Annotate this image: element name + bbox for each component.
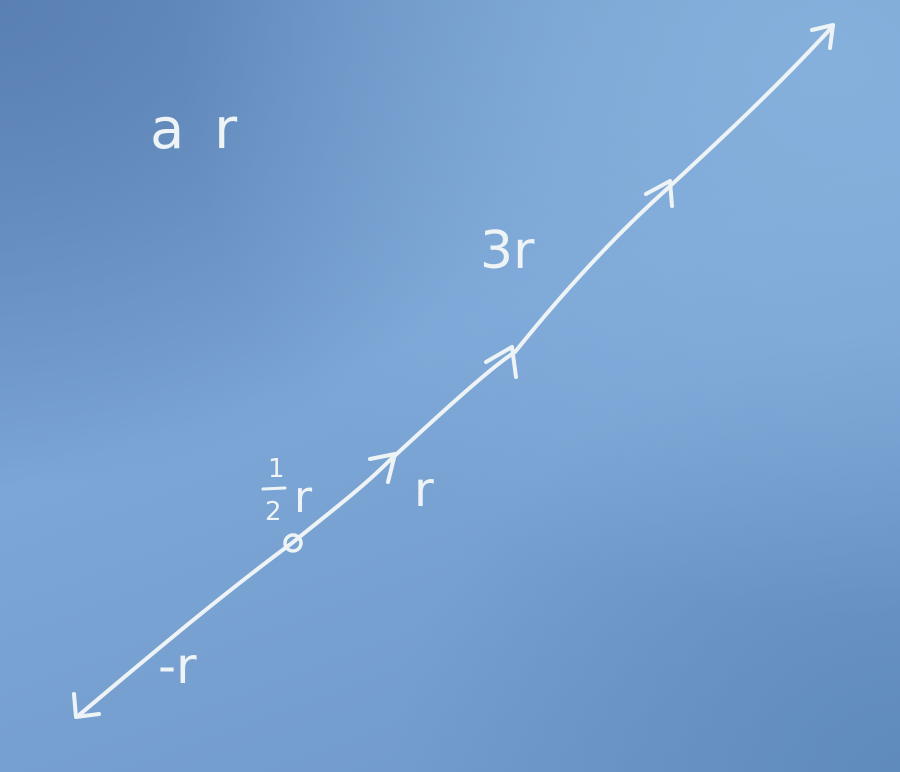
fraction-bar — [261, 486, 287, 491]
minus-r-label: -r — [158, 637, 197, 695]
top-right-arrowhead — [810, 23, 835, 50]
origin-point — [283, 533, 303, 553]
vector-line — [76, 24, 835, 718]
arrow-mark-2r — [484, 345, 518, 379]
three-r-label: 3r — [480, 221, 535, 281]
half-r-var: r — [294, 472, 313, 523]
bottom-left-arrowhead — [72, 692, 101, 719]
half-denominator: 2 — [265, 497, 282, 527]
half-numerator: 1 — [268, 454, 285, 484]
arrow-mark-3r — [644, 179, 674, 208]
heading-label: a r — [150, 97, 243, 162]
r-label: r — [414, 462, 434, 518]
arrow-mark-r — [368, 452, 397, 484]
